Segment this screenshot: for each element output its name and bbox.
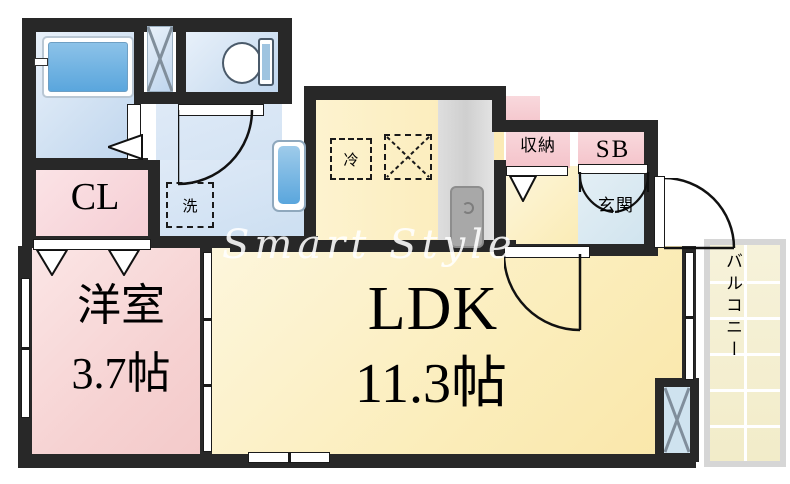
wall-toilet-bottom — [176, 92, 288, 104]
entrance-door-panel[interactable] — [654, 176, 665, 248]
genkan-label: 玄関 — [598, 196, 634, 216]
bathtub-basin — [48, 42, 128, 92]
ldk-size: 11.3帖 — [355, 353, 507, 415]
washer-label: 洗 — [182, 196, 198, 215]
closet-door-arrow-right-icon — [108, 250, 140, 276]
balcony-grid-line-v — [744, 245, 747, 461]
wall-bath-bottom — [22, 158, 148, 170]
wall-bath-toilet-divider — [176, 18, 186, 104]
washing-machine-space: 洗 — [166, 182, 214, 228]
toilet-bowl — [222, 42, 262, 84]
balcony-frame — [704, 239, 786, 467]
room-ldk-sliding-door[interactable] — [203, 252, 212, 452]
room-ldk-sliding-door-rail — [203, 318, 212, 321]
window-room-left-mullion — [21, 347, 30, 350]
genkan-fill — [578, 170, 654, 248]
appliance-space — [384, 134, 432, 180]
kitchen-sink — [450, 186, 484, 248]
balcony-label: バルコニー — [722, 252, 742, 362]
exterior-wall-toilet-right — [278, 18, 292, 102]
storage-fill — [506, 126, 570, 168]
balcony-sliding-door-rail — [685, 316, 694, 319]
western-room-fill — [30, 246, 212, 461]
closet-door-arrow-left-icon — [36, 250, 68, 276]
storage-door-arrow-icon — [509, 176, 537, 202]
wall-closet-right — [148, 160, 160, 244]
exterior-wall-left-upper — [22, 18, 36, 248]
ldk-label: LDK — [367, 275, 499, 343]
wall-genkan-left-nib — [494, 160, 506, 248]
closet-fill — [36, 168, 154, 240]
ldk-door-panel[interactable] — [504, 246, 590, 258]
storage-door-track[interactable] — [506, 166, 568, 176]
closet-label: CL — [70, 176, 120, 218]
shoebox-fill — [578, 132, 648, 168]
western-room-label: 洋室 — [77, 280, 165, 331]
entrance-door-swing-icon — [663, 178, 736, 250]
bathtub-faucet — [34, 58, 48, 66]
storage-label: 収納 — [520, 136, 556, 156]
fridge-space: 冷 — [330, 138, 372, 180]
room-ldk-sliding-door-rail — [203, 384, 212, 387]
exterior-wall-top-left — [22, 18, 292, 32]
wall-kitchen-top — [304, 86, 504, 100]
fridge-label: 冷 — [343, 150, 359, 169]
appliance-space-cross-icon — [386, 136, 430, 178]
shoebox-door-swing-icon — [578, 172, 650, 214]
shoebox-label: SB — [595, 136, 631, 163]
western-room-size: 3.7帖 — [71, 349, 171, 398]
kitchen-sink-faucet — [462, 202, 474, 214]
wall-kitchen-left — [304, 92, 316, 248]
wall-bath-right — [134, 18, 144, 104]
shoebox-door-track[interactable] — [578, 164, 648, 174]
ldk-door-swing-icon — [504, 254, 582, 332]
wall-storage-top — [492, 120, 656, 132]
ldk-fill — [212, 246, 694, 461]
bathroom-door-arrow-icon — [108, 134, 143, 160]
pipe-shaft-cross-icon — [147, 26, 173, 92]
window-ldk-bottom-mullion — [288, 452, 291, 463]
wall-kitchen-right-upper — [492, 86, 506, 128]
exterior-wall-bottom — [18, 454, 696, 468]
wall-washroom-bottom — [158, 236, 318, 248]
washroom-door-swing-icon — [178, 110, 254, 186]
pipe-shaft-ldk-cross-icon — [664, 387, 690, 453]
toilet-tank-inner — [262, 44, 270, 80]
vanity-basin-bowl — [278, 146, 300, 204]
closet-door-track[interactable] — [33, 239, 151, 250]
